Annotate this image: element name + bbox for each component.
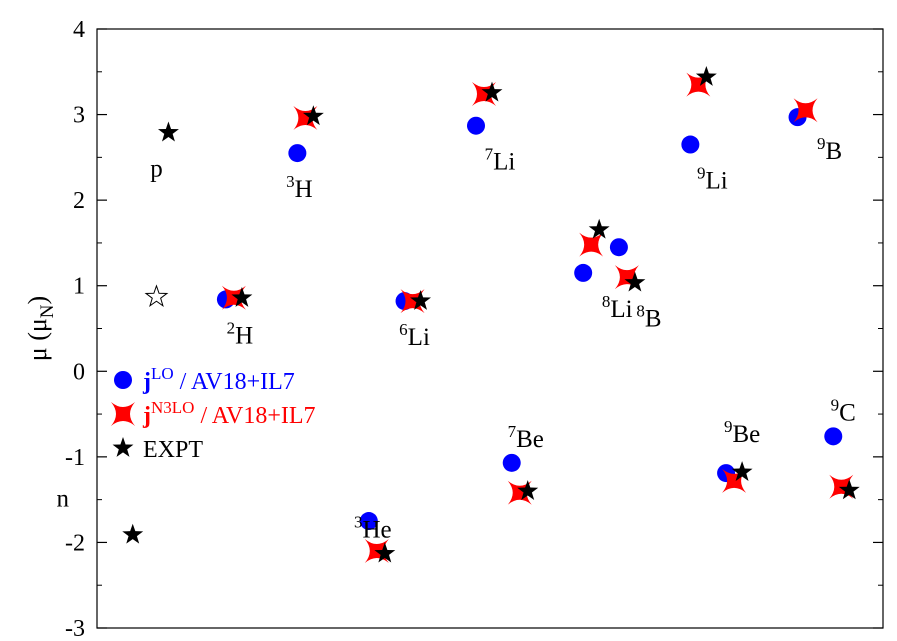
legend-marker-lo bbox=[114, 371, 132, 389]
point-lo-9Li bbox=[681, 135, 700, 154]
data-marks bbox=[122, 66, 860, 563]
point-lo-8Li bbox=[574, 263, 593, 282]
nucleus-label-8Li: 8Li bbox=[602, 292, 633, 323]
legend-label-expt: EXPT bbox=[143, 437, 203, 463]
point-n3lo-6Li bbox=[400, 289, 425, 314]
y-tick-label: 3 bbox=[73, 103, 85, 129]
legend-marker-n3lo bbox=[111, 402, 135, 426]
y-tick-label: 0 bbox=[73, 359, 85, 385]
nucleus-label-9Li: 9Li bbox=[697, 164, 728, 195]
point-lo-8B bbox=[609, 238, 628, 257]
legend-item-lo: jLO / AV18+IL7 bbox=[114, 364, 295, 395]
point-lo-3He bbox=[359, 512, 378, 531]
point-expt-2H bbox=[231, 286, 253, 307]
nucleus-label-8B: 8B bbox=[636, 302, 661, 333]
nucleus-label-p: p bbox=[150, 156, 163, 183]
point-expt-7Be bbox=[517, 480, 539, 500]
legend-marker-expt bbox=[112, 437, 134, 457]
nucleus-label-3He: 3He bbox=[354, 513, 392, 544]
nucleus-label-6Li: 6Li bbox=[399, 320, 430, 351]
y-tick-label: -3 bbox=[65, 616, 85, 641]
point-expt-9Li bbox=[695, 66, 717, 86]
point-expt-3He bbox=[374, 542, 396, 563]
y-tick-label: 1 bbox=[73, 274, 85, 300]
nucleus-label-9Be: 9Be bbox=[724, 417, 760, 448]
y-tick-label: -1 bbox=[65, 445, 85, 471]
point-expt-9Be bbox=[731, 461, 753, 481]
point-expt-n bbox=[122, 523, 144, 544]
legend-label-lo: jLO / AV18+IL7 bbox=[142, 364, 295, 395]
point-lo-7Be bbox=[502, 453, 521, 472]
y-axis-label: μ (μN) bbox=[23, 296, 58, 361]
point-open-star bbox=[144, 284, 169, 307]
legend-item-expt: EXPT bbox=[112, 437, 203, 463]
point-expt-6Li bbox=[410, 289, 432, 310]
point-n3lo-8Li bbox=[579, 232, 604, 257]
nucleus-label-7Be: 7Be bbox=[508, 422, 544, 453]
y-tick-label: 4 bbox=[73, 17, 85, 43]
y-tick-label: 2 bbox=[73, 188, 85, 214]
y-tick-label: -2 bbox=[65, 530, 85, 556]
point-expt-7Li bbox=[481, 81, 503, 102]
axes: 4 3 2 1 0 -1 -2 -3 μ (μN) bbox=[23, 17, 884, 641]
nucleus-label-9B: 9B bbox=[817, 134, 842, 165]
point-expt-8Li bbox=[588, 218, 610, 239]
point-lo-3H bbox=[288, 144, 307, 163]
point-expt-8B bbox=[624, 271, 646, 292]
legend-label-n3lo: jN3LO / AV18+IL7 bbox=[142, 398, 316, 429]
point-expt-3H bbox=[302, 105, 324, 126]
point-expt-9C bbox=[838, 479, 860, 500]
nucleus-label-n: n bbox=[56, 486, 69, 513]
point-expt-p bbox=[157, 121, 179, 142]
point-n3lo-9B bbox=[793, 98, 818, 123]
legend-item-n3lo: jN3LO / AV18+IL7 bbox=[111, 398, 316, 429]
point-lo-9C bbox=[824, 427, 843, 446]
nucleus-label-2H: 2H bbox=[227, 318, 254, 349]
nucleus-label-3H: 3H bbox=[286, 172, 313, 203]
nucleus-label-9C: 9C bbox=[831, 395, 856, 426]
point-lo-7Li bbox=[467, 116, 485, 135]
nucleus-label-7Li: 7Li bbox=[485, 145, 516, 176]
